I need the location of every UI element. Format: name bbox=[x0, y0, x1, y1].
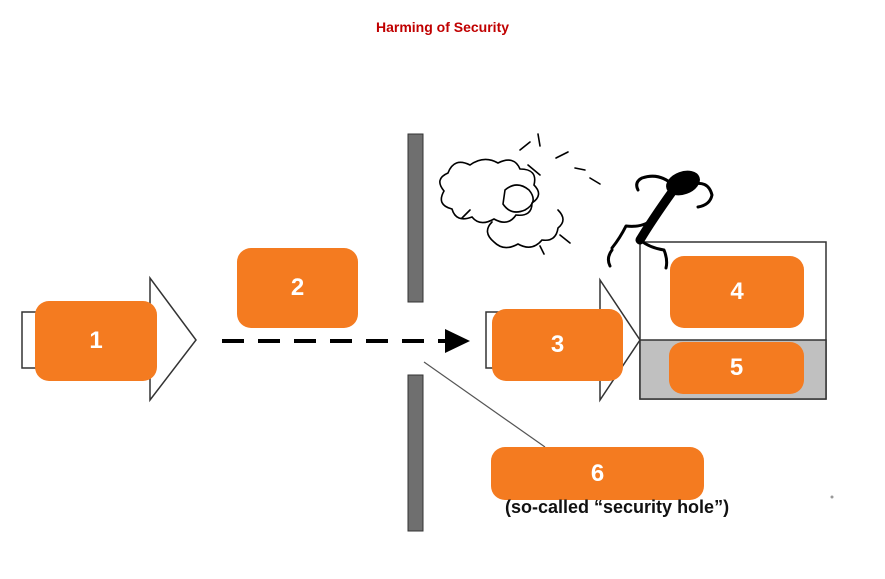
wall-upper bbox=[407, 133, 424, 303]
dashed-arrow-icon bbox=[222, 329, 470, 353]
callout-badge-3: 3 bbox=[492, 309, 623, 381]
callout-badge-5: 5 bbox=[669, 342, 804, 394]
diagram-title: Harming of Security bbox=[375, 19, 510, 35]
figure-icon bbox=[606, 170, 714, 270]
hole-pointer-line bbox=[423, 361, 546, 448]
wall-lower bbox=[407, 374, 424, 532]
callout-badge-4: 4 bbox=[670, 256, 804, 328]
callout-badge-6: 6 bbox=[491, 447, 704, 500]
dust-cloud-icon bbox=[439, 133, 601, 255]
callout-badge-2: 2 bbox=[237, 248, 358, 328]
security-hole-note: (so-called “security hole”) bbox=[505, 497, 730, 517]
callout-badge-1: 1 bbox=[35, 301, 157, 381]
